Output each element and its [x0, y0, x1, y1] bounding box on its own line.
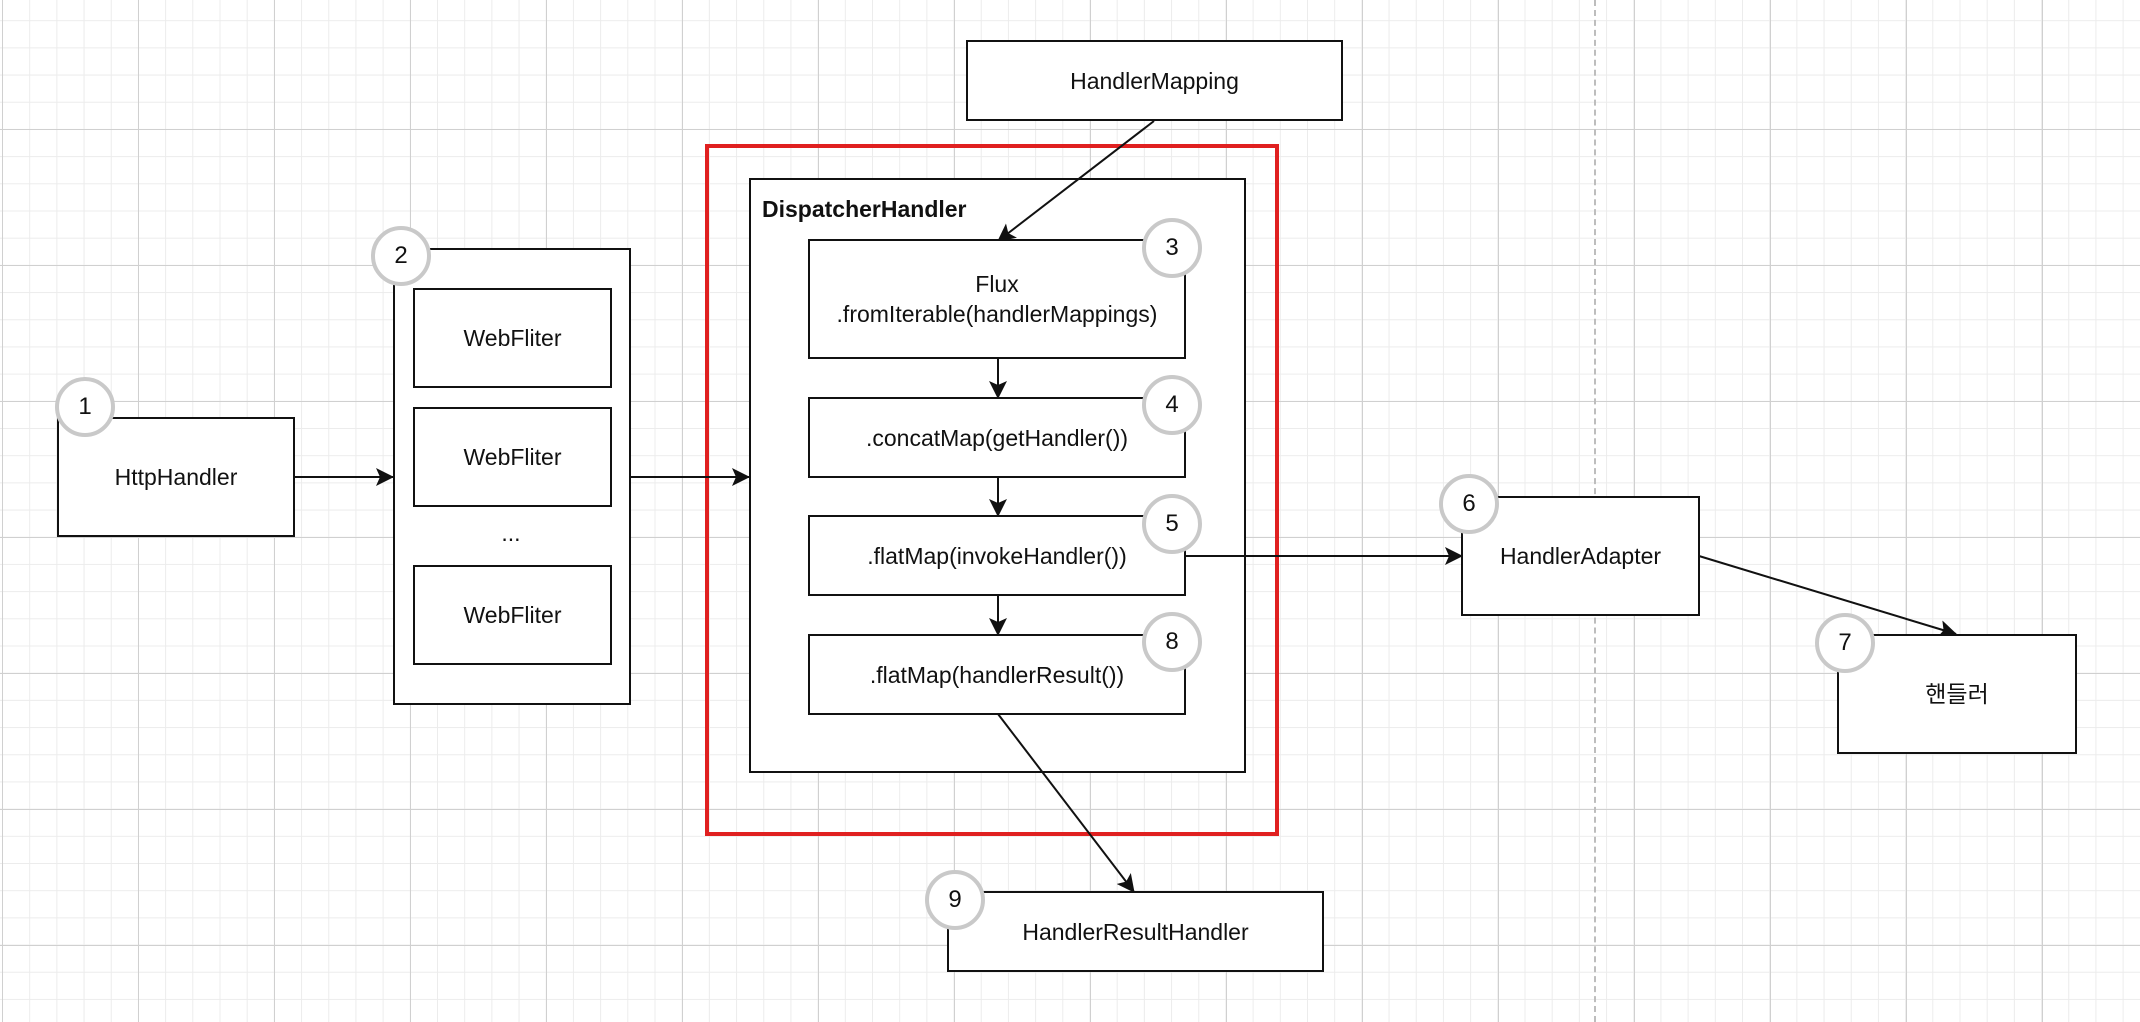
step-badge: 3: [1142, 218, 1202, 278]
step-badge: 1: [55, 377, 115, 437]
step-badge: 5: [1142, 494, 1202, 554]
step-badge: 9: [925, 870, 985, 930]
concat-map-node: .concatMap(getHandler()): [808, 397, 1186, 478]
step-badge: 4: [1142, 375, 1202, 435]
arrow-handlermapping-to-flux: [997, 120, 1155, 242]
arrow-handleradapter-to-handler: [1698, 555, 1957, 638]
step-badge: 6: [1439, 474, 1499, 534]
dispatcher-highlight-frame: [705, 144, 1279, 836]
http-handler-node: HttpHandler: [57, 417, 295, 537]
from-iterable-label: .fromIterable(handlerMappings): [836, 301, 1158, 327]
web-filter-ellipsis: ...: [501, 520, 521, 546]
handler-node: 핸들러: [1837, 634, 2077, 754]
handler-result-handler-node: HandlerResultHandler: [947, 891, 1324, 972]
flux-label: Flux: [975, 271, 1019, 297]
step-badge: 8: [1142, 612, 1202, 672]
dispatcher-handler-title: DispatcherHandler: [762, 196, 967, 222]
step-badge: 7: [1815, 613, 1875, 673]
flux-from-iterable-node: Flux .fromIterable(handlerMappings): [808, 239, 1186, 359]
web-filter-node: WebFliter: [413, 565, 612, 665]
handler-mapping-node: HandlerMapping: [966, 40, 1343, 121]
web-filter-node: WebFliter: [413, 407, 612, 507]
flat-map-invoke-node: .flatMap(invokeHandler()): [808, 515, 1186, 596]
step-badge: 2: [371, 226, 431, 286]
flat-map-result-node: .flatMap(handlerResult()): [808, 634, 1186, 715]
arrow-result-to-resulthandler: [997, 713, 1135, 893]
handler-adapter-node: HandlerAdapter: [1461, 496, 1700, 616]
web-filter-node: WebFliter: [413, 288, 612, 388]
